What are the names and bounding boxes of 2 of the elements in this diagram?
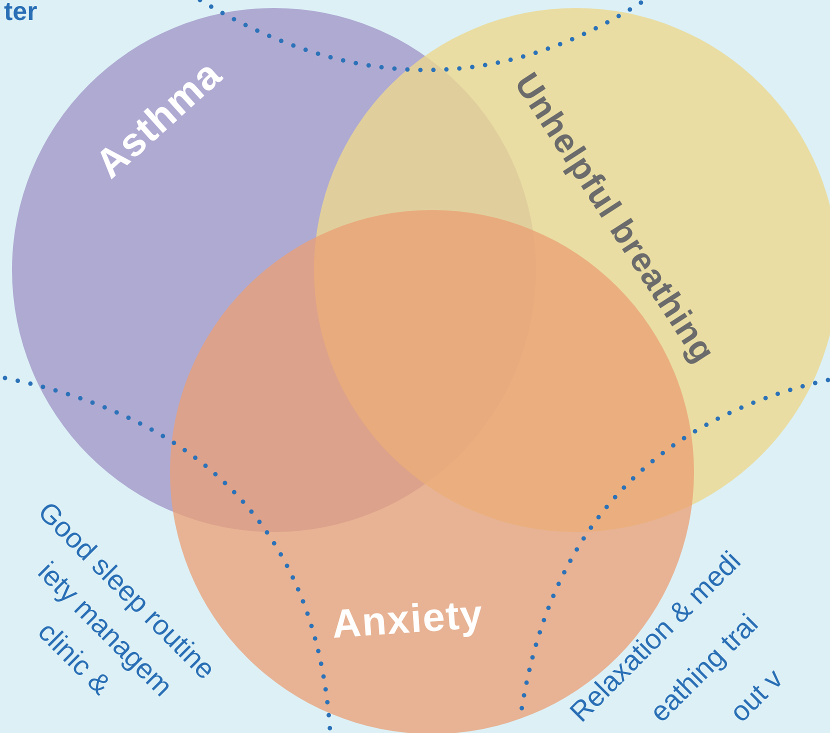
category-label: ter xyxy=(4,0,38,28)
circle-label: Anxiety xyxy=(330,591,486,649)
